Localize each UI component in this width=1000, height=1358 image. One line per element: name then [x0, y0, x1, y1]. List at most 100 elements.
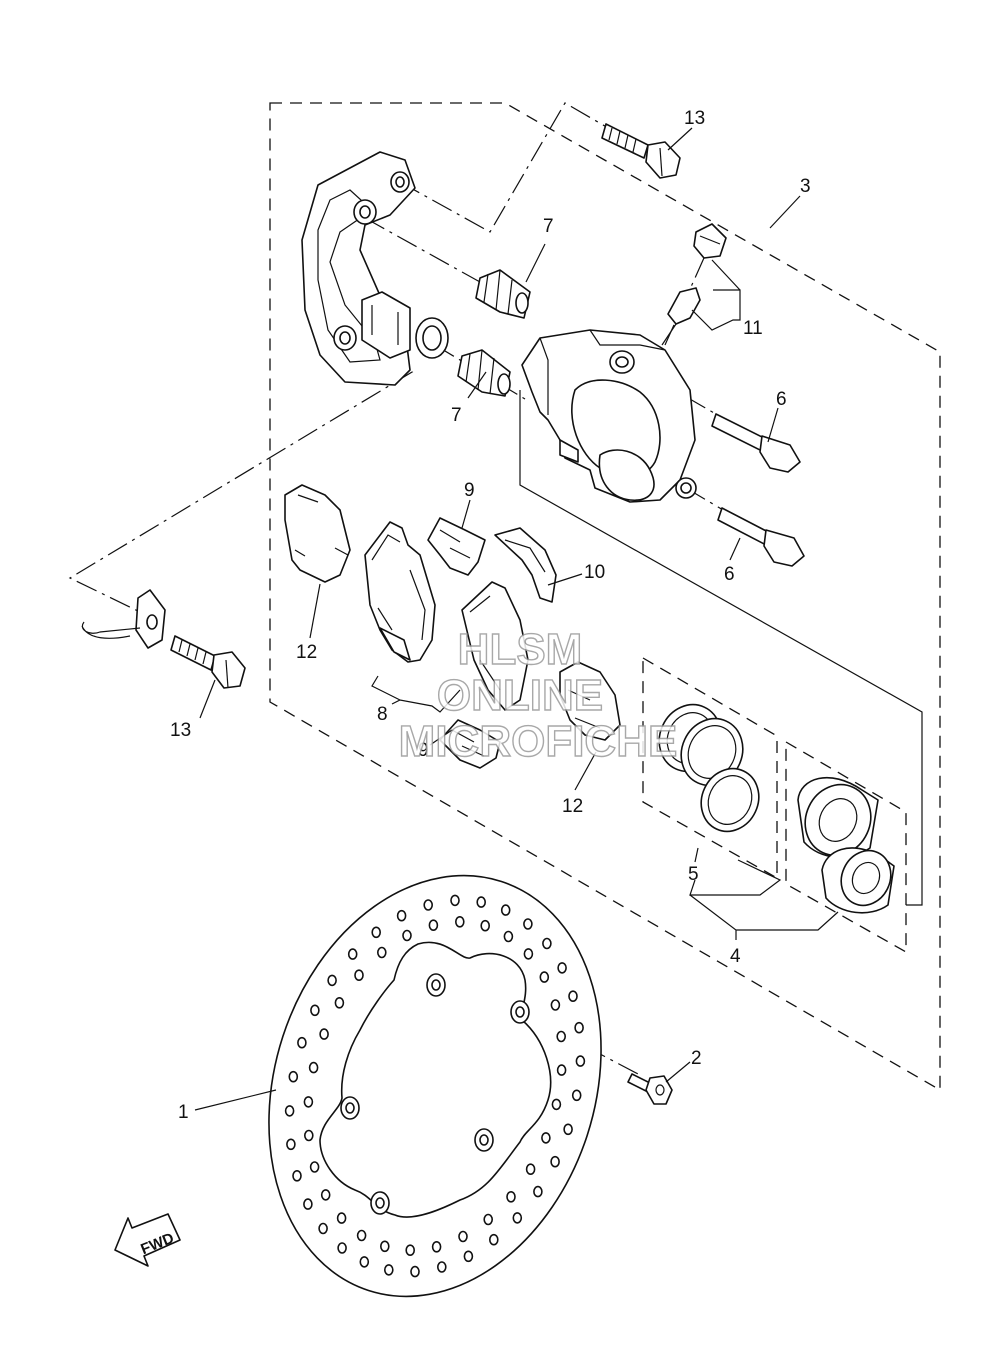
bolt-13-upper — [601, 123, 681, 179]
callout-6-upper: 6 — [776, 389, 787, 410]
bleed-screw-11 — [661, 223, 727, 346]
brake-disc — [268, 874, 602, 1298]
disc-vent-hole — [303, 1198, 313, 1210]
disc-vent-hole — [575, 1055, 586, 1067]
callout-leader-lines — [194, 127, 839, 1111]
brake-pad-12-right — [559, 661, 621, 741]
callout-11: 11 — [743, 318, 763, 339]
watermark-line-2: ONLINE — [437, 671, 603, 720]
callout-6-lower: 6 — [724, 564, 735, 585]
disc-vent-hole — [410, 1265, 420, 1278]
callout-2: 2 — [691, 1048, 702, 1069]
callout-9-lower: 9 — [418, 740, 429, 761]
disc-vent-hole — [308, 1061, 319, 1074]
disc-vent-hole — [480, 919, 491, 932]
pad-retainer-10 — [494, 527, 557, 603]
disc-vent-hole — [550, 1155, 560, 1168]
disc-vent-hole — [551, 1098, 562, 1111]
callout-3: 3 — [800, 176, 811, 197]
callout-12-left: 12 — [296, 642, 317, 663]
pin-boot-7-upper — [475, 269, 531, 319]
disc-vent-hole — [297, 1036, 307, 1049]
disc-vent-hole — [541, 1132, 551, 1144]
callout-1: 1 — [178, 1102, 189, 1123]
disc-vent-hole — [319, 1028, 329, 1040]
disc-vent-hole — [310, 1004, 320, 1017]
disc-vent-hole — [574, 1021, 584, 1034]
disc-vent-hole — [431, 1241, 442, 1253]
disc-vent-hole — [379, 1240, 390, 1253]
disc-vent-hole — [318, 1222, 328, 1235]
caliper-assembly-boundary — [269, 102, 941, 1092]
disc-vent-hole — [533, 1185, 543, 1198]
disc-vent-hole — [359, 1256, 370, 1268]
piston-seal-5 — [658, 703, 760, 833]
disc-vent-hole — [523, 948, 534, 960]
disc-vent-hole — [347, 948, 358, 960]
disc-vent-hole — [512, 1212, 523, 1224]
callout-7-lower: 7 — [451, 405, 462, 426]
callout-7-upper: 7 — [543, 216, 554, 237]
disc-vent-hole — [476, 896, 487, 908]
disc-vent-hole — [423, 899, 434, 911]
disc-vent-hole — [320, 1189, 331, 1201]
watermark-line-1: HLSM — [458, 625, 583, 674]
pad-pin-clip — [81, 589, 166, 649]
disc-vent-hole — [500, 904, 511, 916]
disc-vent-hole — [327, 974, 337, 987]
brake-pad-8-center — [364, 521, 436, 663]
disc-vent-hole — [303, 1096, 314, 1108]
disc-vent-hole — [458, 1230, 468, 1243]
caliper-body — [521, 329, 697, 503]
pin-chain-line-upper — [364, 217, 481, 283]
caliper-pin-6-upper — [711, 413, 801, 473]
disc-vent-hole — [550, 999, 561, 1011]
disc-vent-hole — [336, 1212, 347, 1224]
callout-5: 5 — [688, 864, 699, 885]
disc-bolt-2 — [627, 1073, 673, 1105]
disc-vent-hole — [525, 1163, 536, 1175]
disc-vent-hole — [523, 918, 533, 930]
caliper-pin-6-lower — [717, 507, 805, 567]
disc-vent-hole — [450, 894, 460, 907]
disc-vent-hole — [405, 1244, 416, 1256]
disc-vent-hole — [402, 929, 412, 942]
brake-pad-center-right — [461, 581, 529, 711]
disc-vent-hole — [354, 969, 364, 982]
callout-13-lower: 13 — [170, 720, 191, 741]
seal-kit-boundary — [642, 656, 778, 880]
disc-vent-holes — [284, 894, 586, 1278]
caliper-piston — [797, 776, 895, 914]
bolt-13-lower — [170, 635, 246, 689]
caliper-bracket — [301, 151, 449, 386]
disc-vent-hole — [383, 1264, 394, 1276]
disc-vent-hole — [334, 996, 345, 1009]
watermark-line-3: MICROFICHE — [399, 717, 678, 766]
pad-spring-9-lower — [439, 719, 501, 769]
disc-vent-hole — [284, 1105, 295, 1117]
disc-vent-hole — [503, 930, 514, 943]
callout-4: 4 — [730, 946, 741, 967]
disc-vent-hole — [463, 1250, 474, 1263]
disc-vent-hole — [309, 1161, 320, 1173]
disc-vent-hole — [436, 1261, 447, 1273]
forward-direction-arrow: FWD — [114, 1213, 181, 1267]
disc-vent-hole — [563, 1123, 573, 1136]
disc-vent-hole — [428, 919, 439, 932]
callout-labels: 13 3 7 11 7 6 9 6 10 12 8 13 9 12 5 4 2 … — [170, 108, 811, 1123]
disc-vent-hole — [376, 946, 387, 959]
callout-9-upper: 9 — [464, 480, 475, 501]
disc-vent-hole — [396, 909, 407, 922]
pin-boot-7-lower — [457, 349, 511, 397]
disc-vent-hole — [542, 937, 552, 950]
caliper-piston-link — [519, 390, 923, 906]
disc-vent-hole — [337, 1242, 347, 1254]
disc-vent-hole — [556, 1064, 567, 1076]
disc-vent-hole — [288, 1070, 299, 1083]
callout-12-right: 12 — [562, 796, 583, 817]
disc-vent-hole — [292, 1170, 302, 1182]
callout-10: 10 — [584, 562, 605, 583]
piston-kit-boundary — [785, 740, 907, 954]
disc-vent-hole — [483, 1213, 494, 1226]
